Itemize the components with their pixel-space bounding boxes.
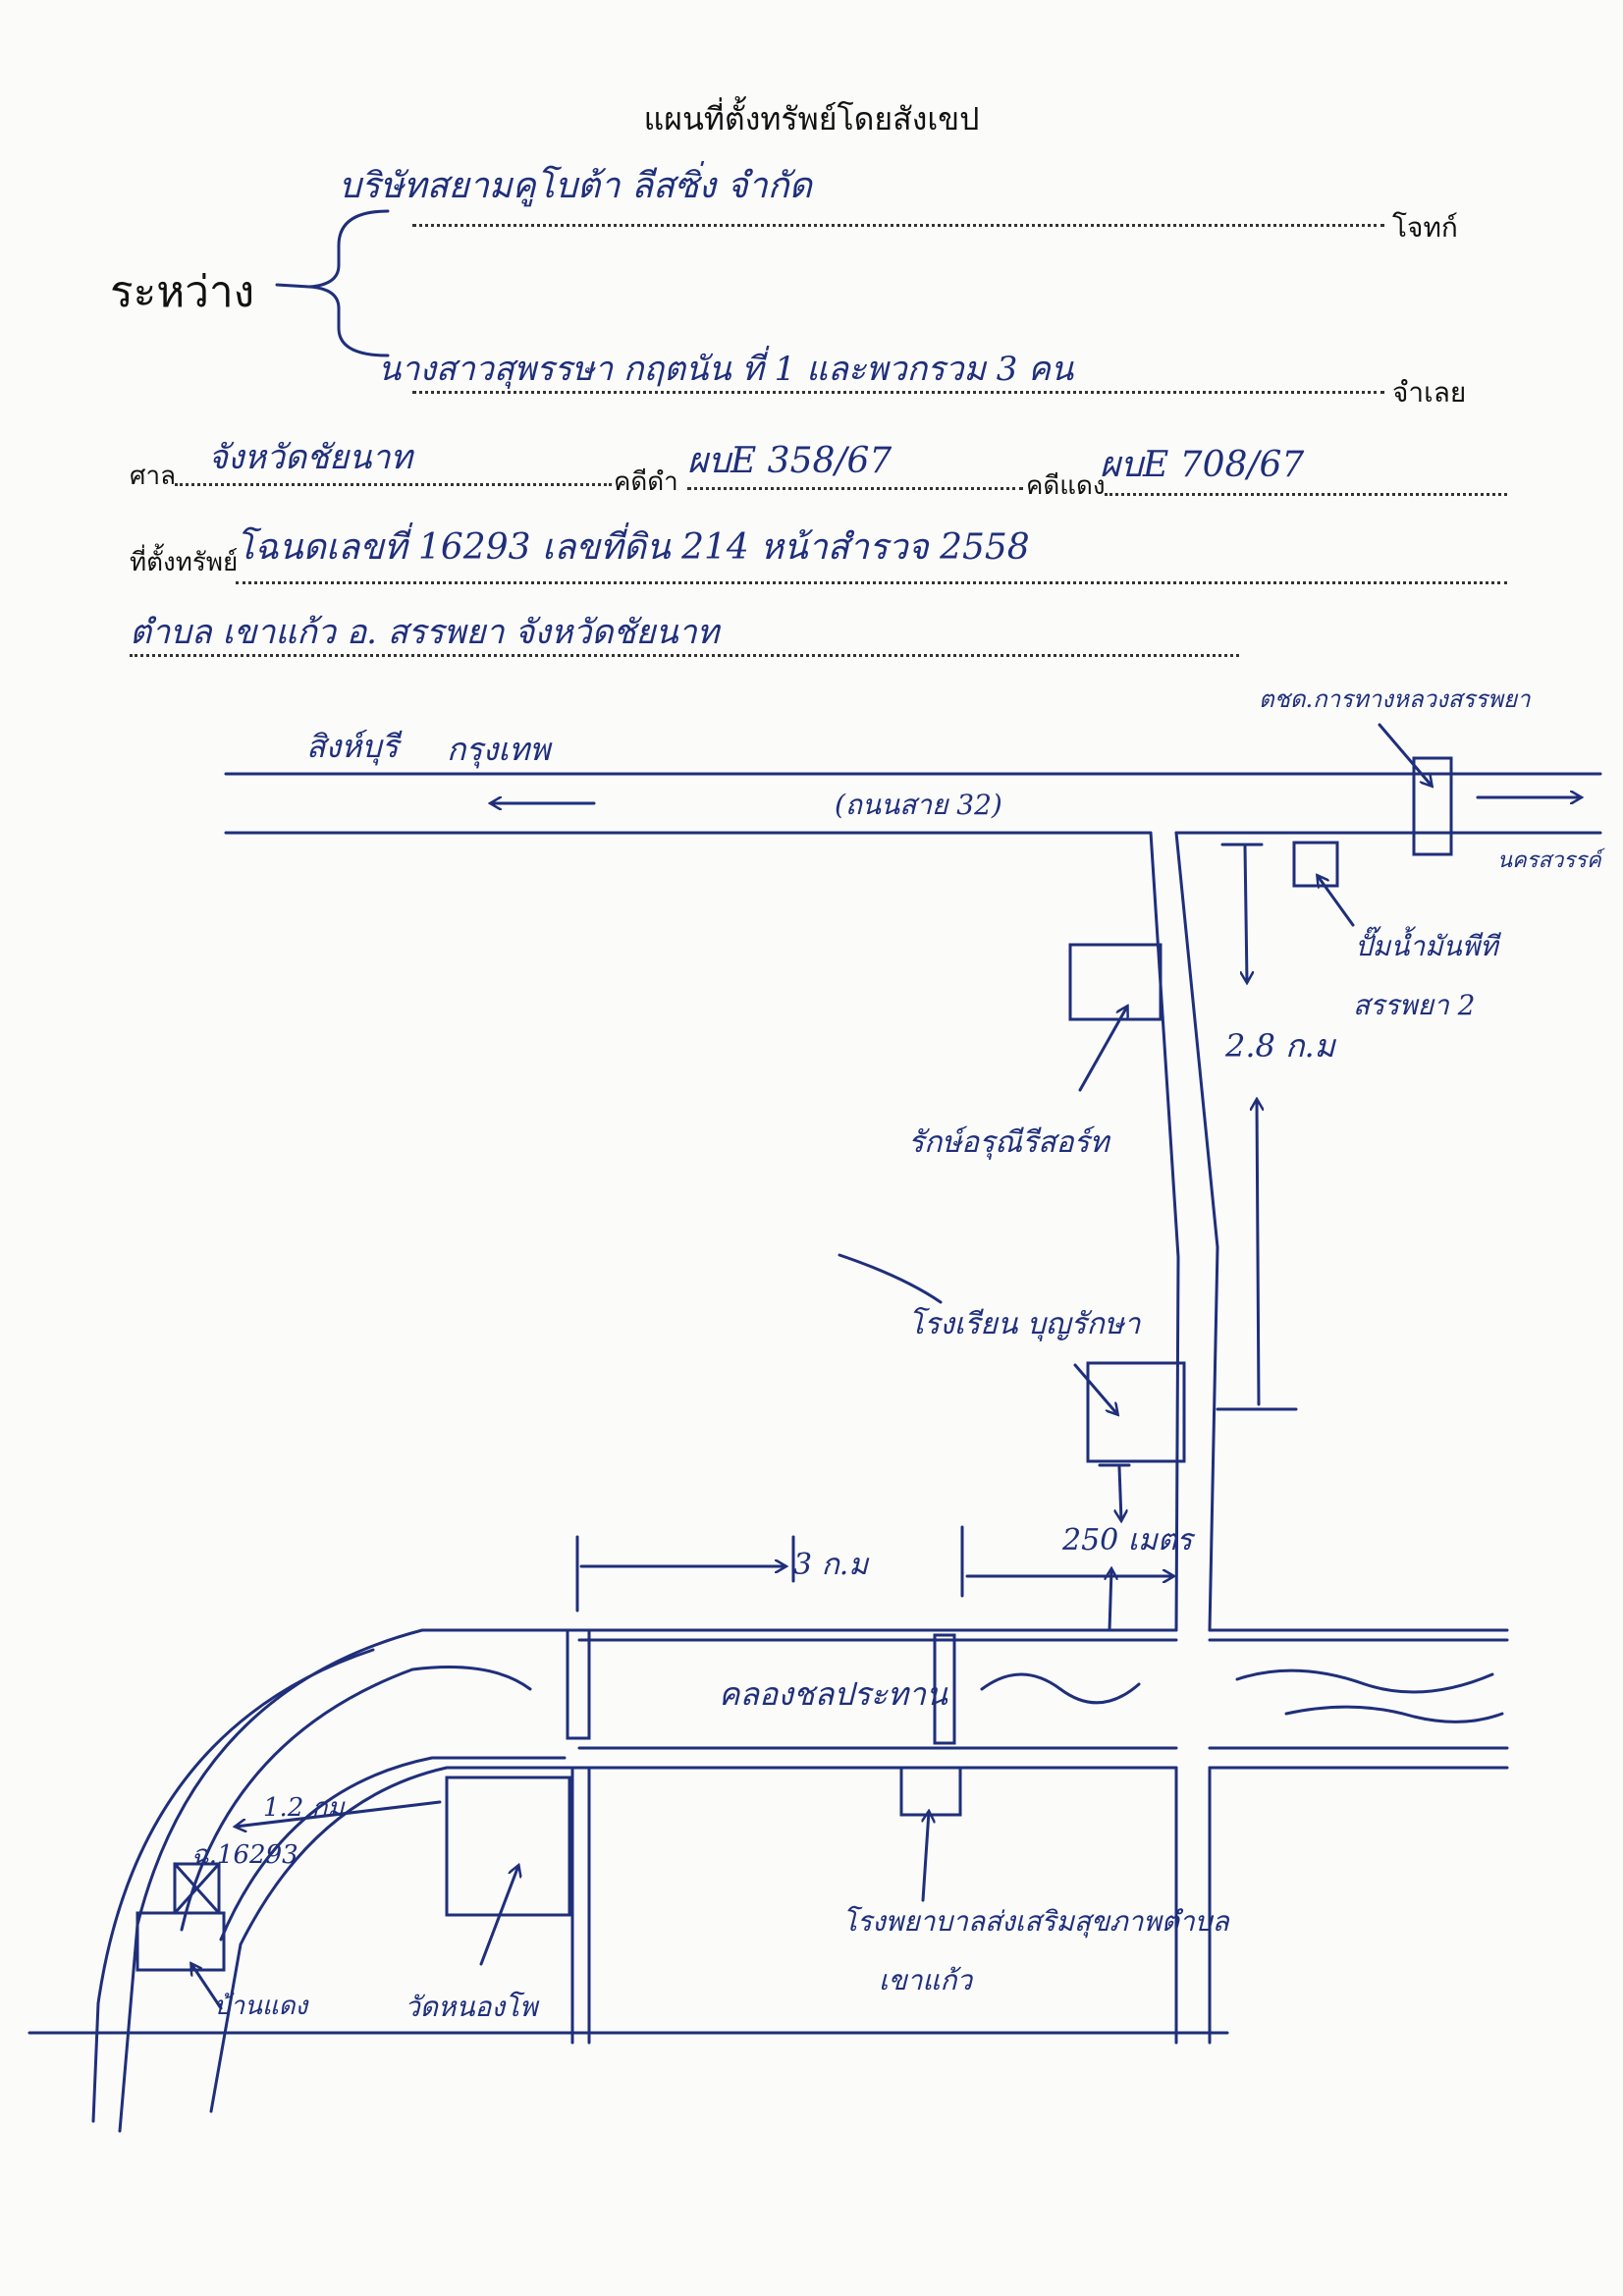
between-label: ระหว่าง bbox=[110, 267, 255, 317]
label-distance-3km: 3 ก.ม bbox=[793, 1548, 869, 1582]
canal-wave-3 bbox=[1284, 1705, 1504, 1723]
bridge-left bbox=[566, 1628, 591, 1740]
canal-top-bank bbox=[180, 1666, 532, 1932]
defendant-role-label: จำเลย bbox=[1392, 376, 1467, 409]
dist-28-arrow-down bbox=[1245, 845, 1247, 982]
police-arrow bbox=[1378, 723, 1432, 786]
defendant-dotted-line bbox=[412, 391, 1384, 394]
plot-arrow bbox=[191, 1964, 223, 2010]
label-singburi: สิงห์บุรี bbox=[306, 728, 399, 765]
label-hospital-2: เขาแก้ว bbox=[879, 1964, 973, 1996]
label-plot: บ้านแดง bbox=[214, 1992, 308, 2021]
road-to-parcel bbox=[209, 1942, 243, 2113]
label-school: โรงเรียน บุญรักษา bbox=[908, 1307, 1141, 1341]
brace-arrow-line bbox=[275, 283, 311, 289]
label-temple: วัดหนองโพ bbox=[405, 1991, 538, 2023]
label-road-name: (ถนนสาย 32) bbox=[835, 789, 1002, 821]
dist-250-arrow bbox=[1119, 1465, 1121, 1520]
dist-250-vertical bbox=[1109, 1569, 1111, 1632]
location-label: ที่ตั้งทรัพย์ bbox=[130, 548, 239, 577]
gas-station-box bbox=[1292, 841, 1339, 888]
between-brace bbox=[308, 209, 390, 357]
hospital-arrow bbox=[923, 1812, 929, 1902]
canal-road-top-edge-left bbox=[135, 1628, 1178, 1927]
school-box bbox=[1086, 1361, 1186, 1463]
hospital-box bbox=[899, 1766, 962, 1817]
lower-road-top-edge bbox=[239, 1766, 1178, 1946]
canal-bottom-bank bbox=[219, 1756, 567, 1941]
label-hospital: โรงพยาบาลส่งเสริมสุขภาพตำบล bbox=[842, 1905, 1229, 1938]
police-box bbox=[1412, 756, 1453, 856]
temple-arrow bbox=[479, 1866, 518, 1966]
label-gas-station: ปั๊มน้ำมันพีที bbox=[1355, 930, 1498, 962]
outer-road-curve bbox=[96, 1648, 375, 2005]
parcel-cross-2 bbox=[173, 1862, 221, 1915]
side-road-left-edge bbox=[1149, 831, 1180, 1632]
black-case-dotted-line bbox=[687, 487, 1023, 490]
defendant-name: นางสาวสุพรรษา กฤตนัน ที่ 1 และพวกรวม 3 ค… bbox=[378, 350, 1074, 389]
red-case-value: ผบE 708/67 bbox=[1100, 445, 1305, 485]
canal-wave-2 bbox=[1235, 1668, 1494, 1694]
dist-28-arrow-up bbox=[1257, 1100, 1259, 1406]
court-label: ศาล bbox=[130, 462, 177, 491]
plaintiff-name: บริษัทสยามคูโบต้า ลีสซิ่ง จำกัด bbox=[339, 166, 812, 206]
inner-road-curve bbox=[118, 1923, 139, 2133]
black-case-label: คดีดำ bbox=[614, 467, 678, 497]
resort-box bbox=[1068, 943, 1163, 1021]
plot-box bbox=[135, 1911, 226, 1972]
label-police: ตชด.การทางหลวงสรรพยา bbox=[1259, 685, 1531, 713]
address-dotted-line bbox=[130, 654, 1239, 657]
label-parcel: ฉ.16293 bbox=[191, 1840, 298, 1870]
location-dotted-line bbox=[236, 581, 1507, 584]
temple-box bbox=[445, 1776, 571, 1917]
court-value: จังหวัดชัยนาท bbox=[208, 438, 412, 477]
school-pointer bbox=[838, 1253, 943, 1304]
resort-arrow bbox=[1078, 1007, 1127, 1092]
gas-station-arrow bbox=[1318, 876, 1355, 927]
canal-wave-1 bbox=[980, 1672, 1141, 1705]
black-case-value: ผบE 358/67 bbox=[687, 441, 893, 481]
property-address: ตำบล เขาแก้ว อ. สรรพยา จังหวัดชัยนาท bbox=[130, 613, 720, 652]
label-resort: รักษ์อรุณีรีสอร์ท bbox=[908, 1125, 1109, 1160]
red-case-label: คดีแดง bbox=[1026, 471, 1106, 501]
plaintiff-dotted-line bbox=[412, 224, 1384, 227]
outer-road-down bbox=[91, 2001, 100, 2123]
label-gas-station-2: สรรพยา 2 bbox=[1353, 989, 1476, 1021]
dist-12-arrow bbox=[236, 1800, 442, 1827]
red-case-dotted-line bbox=[1105, 493, 1507, 496]
page-title: แผนที่ตั้งทรัพย์โดยสังเขป bbox=[643, 100, 980, 137]
label-canal: คลองชลประทาน bbox=[719, 1675, 947, 1713]
label-distance-main: 2.8 ก.ม bbox=[1225, 1027, 1335, 1065]
school-arrow bbox=[1073, 1363, 1117, 1414]
plaintiff-role-label: โจทก์ bbox=[1392, 211, 1458, 244]
side-road-right-edge bbox=[1174, 831, 1219, 1632]
property-location: โฉนดเลขที่ 16293 เลขที่ดิน 214 หน้าสำรวจ… bbox=[236, 527, 1030, 568]
court-dotted-line bbox=[175, 483, 612, 486]
label-distance-250: 250 เมตร bbox=[1062, 1523, 1193, 1558]
label-distance-12: 1.2 กม bbox=[263, 1793, 345, 1823]
label-nakhon: นครสวรรค์ bbox=[1497, 848, 1601, 873]
bridge-right bbox=[933, 1633, 956, 1745]
label-bangkok: กรุงเทพ bbox=[447, 731, 551, 768]
